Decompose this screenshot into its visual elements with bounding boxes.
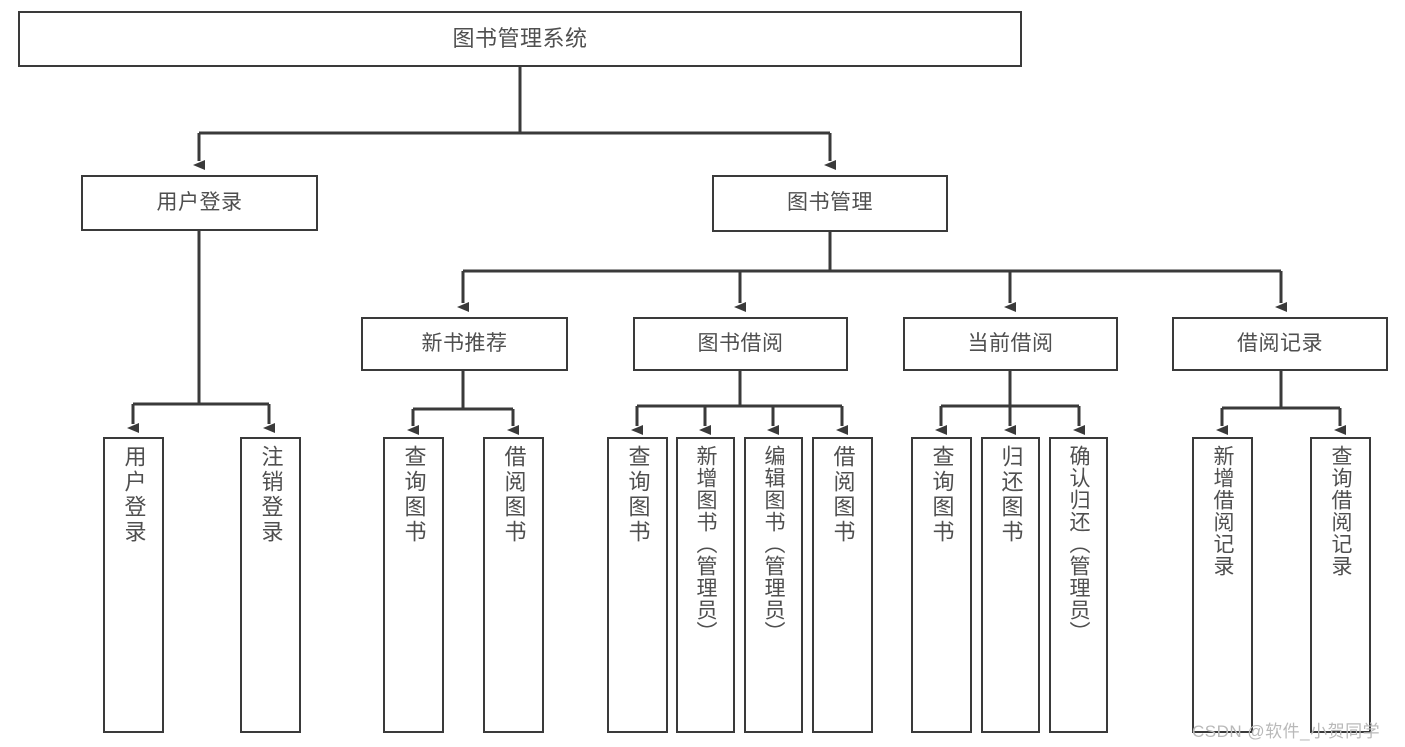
node-leaf-query-book-3[interactable]: 查询图书: [911, 437, 972, 733]
csdn-watermark: CSDN @软件_小贺同学: [1192, 717, 1380, 742]
node-user-login-label: 用户登录: [156, 190, 243, 214]
node-leaf-query-book-3-label: 查询图书: [929, 445, 955, 545]
node-current-borrow-label: 当前借阅: [967, 331, 1054, 355]
node-leaf-borrow-book-2-label: 借阅图书: [830, 445, 856, 545]
node-leaf-query-book-1[interactable]: 查询图书: [383, 437, 444, 733]
node-user-login[interactable]: 用户登录: [81, 175, 318, 231]
node-leaf-confirm-return-admin-label: 确认归还（管理员）: [1067, 445, 1090, 643]
node-leaf-borrow-book-1[interactable]: 借阅图书: [483, 437, 544, 733]
node-leaf-logout-login-label: 注销登录: [258, 445, 284, 545]
node-leaf-query-borrow-record-label: 查询借阅记录: [1329, 445, 1352, 577]
node-leaf-confirm-return-admin[interactable]: 确认归还（管理员）: [1049, 437, 1108, 733]
node-leaf-add-book-admin[interactable]: 新增图书（管理员）: [676, 437, 735, 733]
node-book-manage-label: 图书管理: [787, 191, 873, 215]
node-current-borrow[interactable]: 当前借阅: [903, 317, 1118, 371]
node-new-book-recommend-label: 新书推荐: [421, 331, 508, 355]
node-leaf-logout-login[interactable]: 注销登录: [240, 437, 301, 733]
node-borrow-record-label: 借阅记录: [1237, 331, 1323, 355]
node-leaf-add-book-admin-label: 新增图书（管理员）: [694, 445, 717, 643]
node-leaf-add-borrow-record[interactable]: 新增借阅记录: [1192, 437, 1253, 733]
csdn-watermark-text: CSDN @软件_小贺同学: [1192, 722, 1381, 741]
node-leaf-query-book-1-label: 查询图书: [401, 445, 427, 545]
node-leaf-add-borrow-record-label: 新增借阅记录: [1211, 445, 1234, 577]
node-book-borrow-label: 图书借阅: [697, 331, 784, 355]
node-leaf-query-borrow-record[interactable]: 查询借阅记录: [1310, 437, 1371, 733]
node-new-book-recommend[interactable]: 新书推荐: [361, 317, 568, 371]
node-leaf-query-book-2[interactable]: 查询图书: [607, 437, 668, 733]
node-leaf-query-book-2-label: 查询图书: [625, 445, 651, 545]
node-leaf-borrow-book-1-label: 借阅图书: [501, 445, 527, 545]
node-book-manage[interactable]: 图书管理: [712, 175, 948, 232]
node-leaf-user-login-label: 用户登录: [121, 445, 147, 545]
node-leaf-return-book[interactable]: 归还图书: [981, 437, 1040, 733]
node-leaf-borrow-book-2[interactable]: 借阅图书: [812, 437, 873, 733]
node-leaf-edit-book-admin[interactable]: 编辑图书（管理员）: [744, 437, 803, 733]
node-leaf-edit-book-admin-label: 编辑图书（管理员）: [762, 445, 785, 643]
node-book-borrow[interactable]: 图书借阅: [633, 317, 848, 371]
node-leaf-return-book-label: 归还图书: [998, 445, 1024, 545]
node-leaf-user-login[interactable]: 用户登录: [103, 437, 164, 733]
node-root-system-label: 图书管理系统: [452, 26, 588, 52]
node-borrow-record[interactable]: 借阅记录: [1172, 317, 1388, 371]
node-root-system[interactable]: 图书管理系统: [18, 11, 1022, 67]
